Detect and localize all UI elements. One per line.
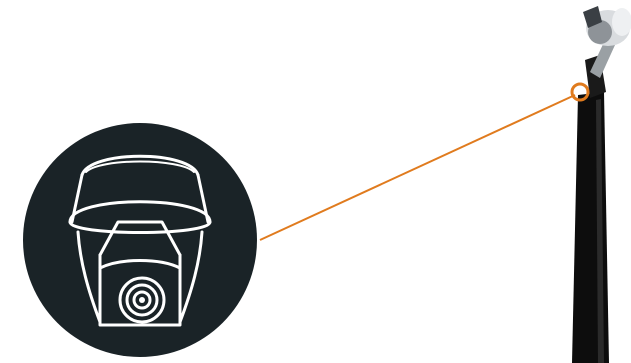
pole: [572, 55, 609, 363]
camera-icon-badge: [23, 123, 257, 357]
callout-line: [260, 95, 575, 240]
lens-center: [139, 297, 145, 303]
